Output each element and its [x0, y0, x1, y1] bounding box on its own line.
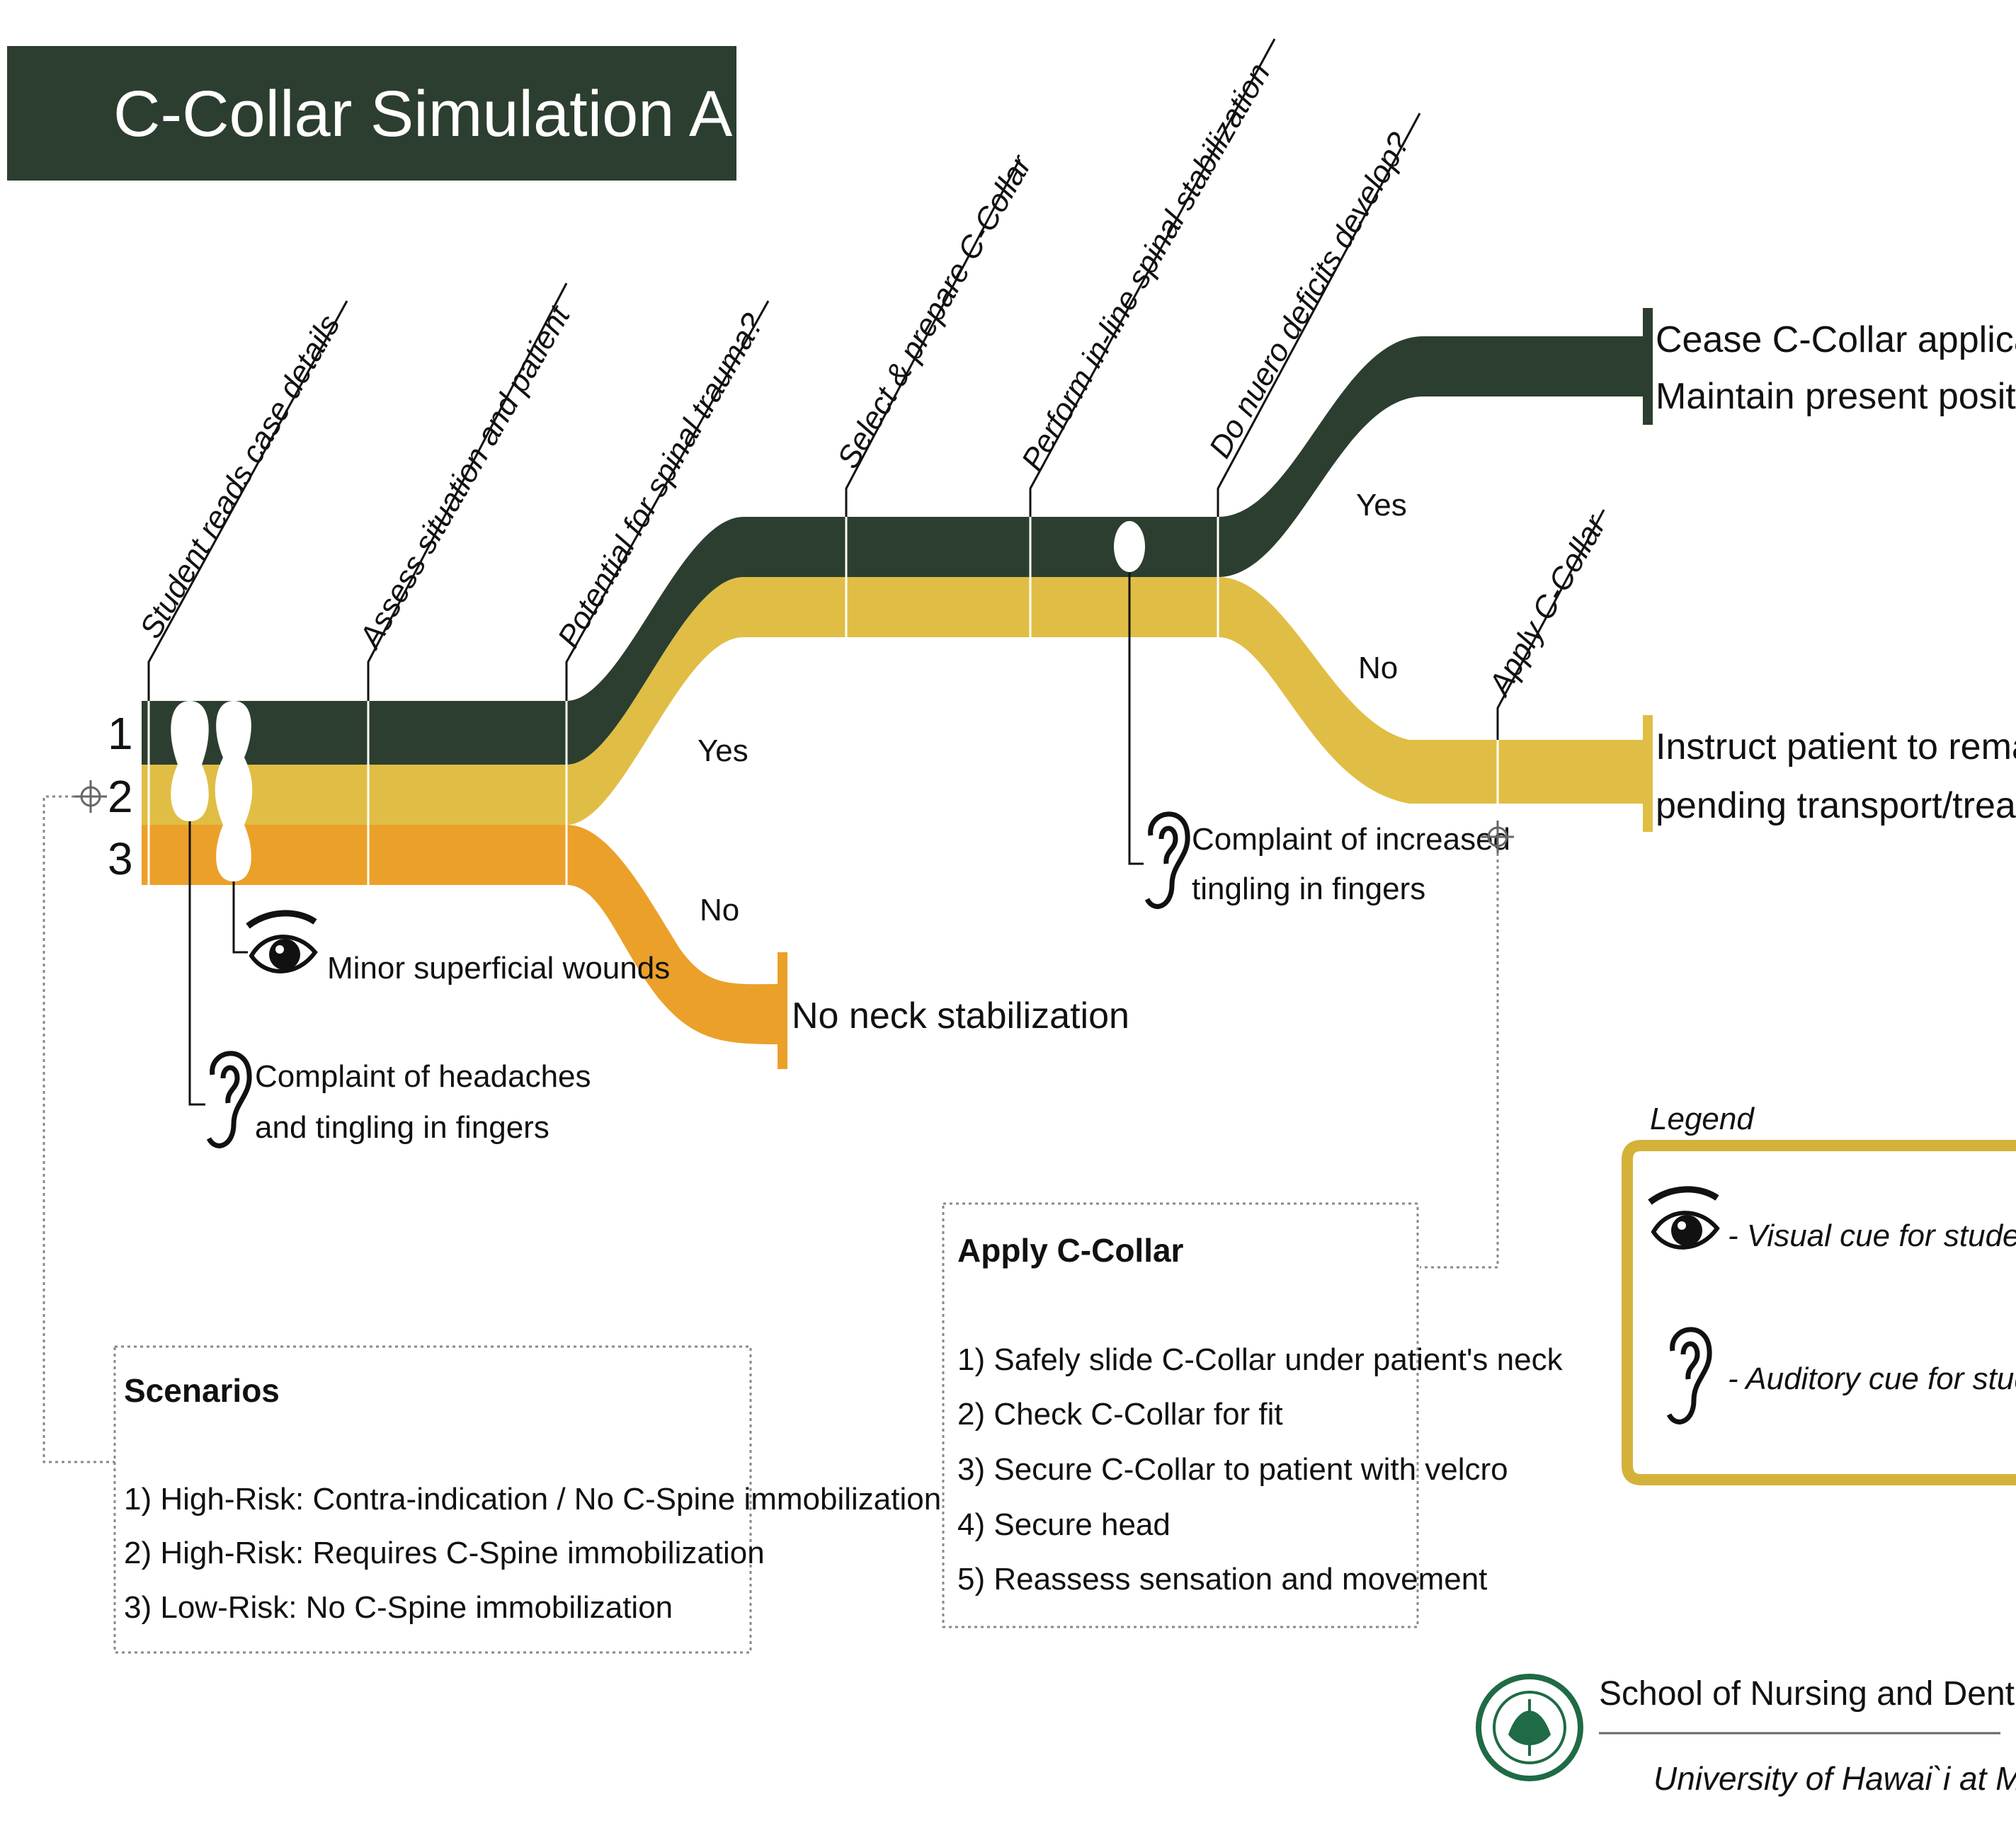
cue-leader-wounds [232, 881, 248, 954]
scenario-item-1: 1) High-Risk: Contra-indication / No C-S… [124, 1482, 941, 1517]
cap-instruct [1643, 715, 1653, 832]
cue-markers [171, 521, 1145, 881]
cue-leader-tingling [1128, 572, 1144, 865]
cue-marker-wounds [215, 701, 253, 881]
legend-title: Legend [1650, 1102, 1755, 1136]
track-number-1: 1 [108, 708, 133, 759]
step-leader-5 [1029, 38, 1276, 517]
apply-item-2: 2) Check C-Collar for fit [957, 1397, 1283, 1432]
step-leader-3 [565, 300, 770, 701]
apply-box: Apply C-Collar 1) Safely slide C-Collar … [942, 1202, 1564, 1628]
legend: Legend - Visual cue for student - Audito… [1622, 1102, 2016, 1485]
cue-text-wounds: Minor superficial wounds [327, 951, 670, 986]
connector-apply [1420, 853, 1499, 1269]
university-name: University of Hawai`i at Mānoa [1653, 1760, 2016, 1797]
apply-box-border [942, 1202, 1419, 1628]
step-markers [147, 517, 1499, 885]
eye-icon-legend [1648, 1186, 1720, 1250]
ear-icon-legend [1666, 1327, 1712, 1424]
university-seal-icon [1476, 1674, 1583, 1781]
band-orange [142, 825, 779, 1044]
step-label-7: Apply C-Collar [1481, 508, 1614, 703]
branch-labels: Yes No Yes No [697, 488, 1407, 927]
title-banner: C-Collar Simulation Algorithm [7, 46, 964, 181]
track-numbers: 1 2 3 [108, 708, 133, 884]
scenarios-title: Scenarios [124, 1372, 280, 1409]
step-label-1: Student reads case details [133, 309, 347, 644]
page-title: C-Collar Simulation Algorithm [113, 78, 964, 150]
track-number-2: 2 [108, 771, 133, 822]
band-green [142, 336, 1650, 765]
step-leader-4 [845, 159, 1021, 517]
cap-cease [1643, 308, 1653, 425]
legend-auditory-text: - Auditory cue for student [1728, 1361, 2016, 1396]
step-label-4: Select & prepare C-Collar [831, 148, 1039, 474]
apply-title: Apply C-Collar [957, 1232, 1184, 1269]
step-leader-7 [1496, 509, 1605, 740]
cue-leader-headaches [188, 821, 205, 1106]
step-label-6: Do nuero deficits develop? [1202, 127, 1417, 464]
branch-deficit-yes: Yes [1356, 488, 1407, 523]
legend-border [1622, 1140, 2016, 1485]
cue-leaders [188, 572, 1144, 1106]
outcome-instruct-1: Instruct patient to remain still [1656, 726, 2016, 767]
outcome-cease-2: Maintain present position [1656, 376, 2016, 417]
cap-no-stabilization [778, 952, 787, 1069]
connector-scenarios [42, 795, 115, 1463]
cue-text-tingling-1: Complaint of increased [1192, 822, 1510, 857]
target-icon-scenarios [74, 780, 107, 813]
apply-item-5: 5) Reassess sensation and movement [957, 1562, 1487, 1597]
scenario-item-3: 3) Low-Risk: No C-Spine immobilization [124, 1590, 673, 1625]
branch-deficit-no: No [1358, 651, 1398, 685]
branch-trauma-yes: Yes [697, 733, 748, 768]
cue-text-headaches-1: Complaint of headaches [255, 1059, 591, 1094]
ear-icon-tingling [1144, 811, 1190, 909]
apply-item-3: 3) Secure C-Collar to patient with velcr… [957, 1452, 1508, 1487]
step-leader-6 [1217, 113, 1421, 517]
band-yellow [142, 577, 1650, 825]
dotted-connectors [42, 795, 1499, 1463]
track-number-3: 3 [108, 833, 133, 884]
step-leaders [147, 38, 1605, 740]
branch-trauma-no: No [700, 893, 739, 927]
legend-visual-text: - Visual cue for student [1728, 1218, 2016, 1253]
cue-text-tingling-2: tingling in fingers [1192, 872, 1425, 906]
cue-marker-headaches [171, 701, 209, 821]
apply-item-4: 4) Secure head [957, 1507, 1171, 1542]
step-leader-2 [367, 282, 568, 701]
cue-marker-tingling [1114, 521, 1145, 572]
outcomes: No neck stabilization Cease C-Collar app… [792, 319, 2016, 1037]
scenarios-box: Scenarios 1) High-Risk: Contra-indicatio… [113, 1345, 941, 1654]
outcome-no-stabilization: No neck stabilization [792, 995, 1129, 1037]
step-label-2: Assess situation and patient [352, 299, 578, 655]
flow-bands [142, 308, 1653, 1069]
cue-text-headaches-2: and tingling in fingers [255, 1110, 549, 1145]
ear-icon-headaches [206, 1051, 252, 1148]
apply-item-1: 1) Safely slide C-Collar under patient's… [957, 1342, 1564, 1377]
scenario-item-2: 2) High-Risk: Requires C-Spine immobiliz… [124, 1536, 765, 1570]
eye-icon-wounds [246, 910, 318, 973]
school-name: School of Nursing and Dental Hygiene [1599, 1675, 2016, 1713]
outcome-cease-1: Cease C-Collar application [1656, 319, 2016, 360]
step-leader-1 [147, 300, 348, 701]
target-icon-apply [1481, 821, 1514, 853]
outcome-instruct-2: pending transport/treatment [1656, 785, 2016, 826]
title-banner-bg [7, 46, 736, 181]
